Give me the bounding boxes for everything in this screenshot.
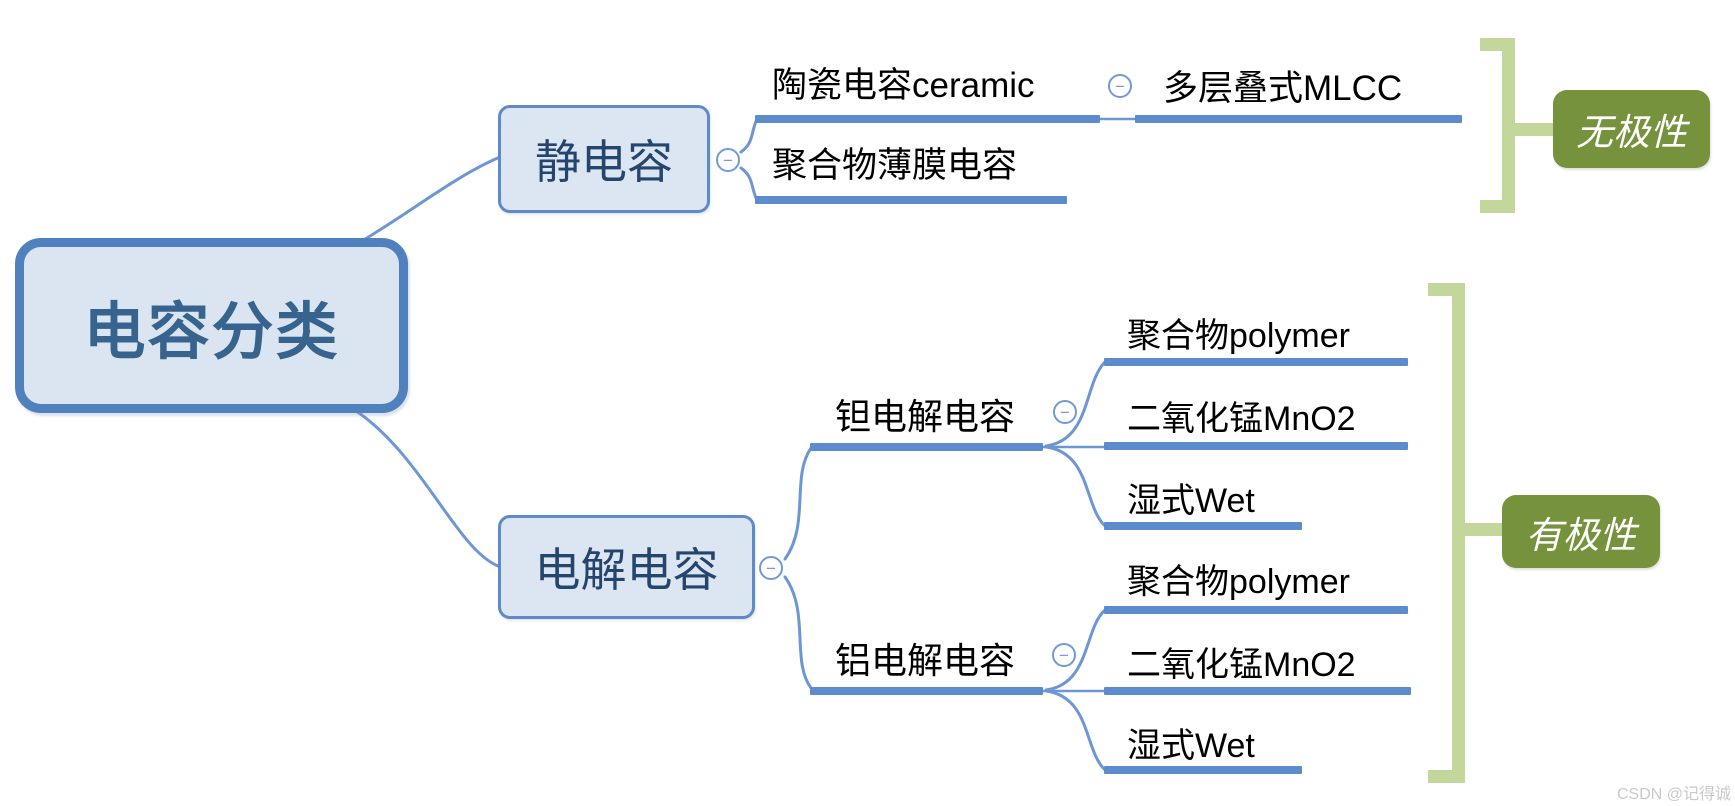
topic-aluminum-mno2[interactable]: 二氧化锰MnO2 <box>1127 646 1356 684</box>
bracket-nonpolar-tick <box>1515 123 1553 136</box>
underline-tantalum-polymer <box>1104 358 1408 366</box>
topic-mlcc[interactable]: 多层叠式MLCC <box>1163 69 1403 108</box>
bracket-polar-top-stub <box>1428 283 1465 296</box>
summary-tag-polar-label: 有极性 <box>1525 514 1637 556</box>
underline-tantalum <box>810 443 1043 451</box>
connector-tantalum-to-wet <box>1044 445 1106 527</box>
bracket-nonpolar-bottom-stub <box>1480 200 1515 213</box>
root-topic-label: 电容分类 <box>83 297 340 367</box>
minus-icon: − <box>1059 645 1069 665</box>
underline-ceramic <box>755 115 1100 123</box>
underline-tantalum-wet <box>1104 522 1302 530</box>
minus-icon: − <box>1060 402 1070 422</box>
bracket-nonpolar-top-stub <box>1480 38 1515 51</box>
topic-aluminum-wet[interactable]: 湿式Wet <box>1127 727 1255 765</box>
topic-tantalum-wet[interactable]: 湿式Wet <box>1127 482 1255 520</box>
connector-electrolytic-to-aluminum <box>783 575 813 690</box>
topic-electrolytic-capacitor-label: 电解电容 <box>534 544 719 596</box>
underline-aluminum-mno2 <box>1104 687 1411 695</box>
watermark: CSDN @记得诚 <box>1616 786 1731 803</box>
collapse-button-aluminum[interactable]: − <box>1052 643 1076 667</box>
connector-root-to-static <box>350 155 502 249</box>
underline-tantalum-mno2 <box>1104 442 1408 450</box>
underline-aluminum-polymer <box>1104 606 1408 614</box>
summary-tag-nonpolar-label: 无极性 <box>1576 112 1687 153</box>
connector-root-to-electrolytic <box>348 405 500 568</box>
bracket-polar-bar <box>1452 283 1465 783</box>
connector-aluminum-to-wet <box>1044 689 1106 771</box>
collapse-button-static[interactable]: − <box>716 148 740 172</box>
topic-aluminum-polymer[interactable]: 聚合物polymer <box>1127 563 1350 601</box>
topic-polymer-film-capacitor[interactable]: 聚合物薄膜电容 <box>772 146 1018 185</box>
bracket-nonpolar-bar <box>1502 38 1515 213</box>
topic-static-capacitor-label: 静电容 <box>535 136 673 188</box>
underline-aluminum-wet <box>1104 766 1302 774</box>
bracket-polar-tick <box>1465 523 1502 536</box>
topic-ceramic-capacitor[interactable]: 陶瓷电容ceramic <box>772 66 1035 105</box>
minus-icon: − <box>723 150 733 170</box>
topic-tantalum-mno2[interactable]: 二氧化锰MnO2 <box>1127 400 1356 438</box>
collapse-button-electrolytic[interactable]: − <box>759 556 783 580</box>
underline-polymer-film <box>755 196 1067 204</box>
topic-electrolytic-capacitor[interactable]: 电解电容 <box>498 515 755 619</box>
topic-static-capacitor[interactable]: 静电容 <box>498 105 710 213</box>
bracket-polar-bottom-stub <box>1428 770 1465 783</box>
minus-icon: − <box>766 558 776 578</box>
connector-static-to-ceramic <box>739 117 759 154</box>
underline-aluminum <box>810 687 1043 695</box>
collapse-button-ceramic[interactable]: − <box>1108 74 1132 98</box>
collapse-button-tantalum[interactable]: − <box>1053 400 1077 424</box>
root-topic[interactable]: 电容分类 <box>15 238 408 413</box>
connector-electrolytic-to-tantalum <box>783 446 813 561</box>
topic-tantalum-polymer[interactable]: 聚合物polymer <box>1127 317 1350 355</box>
minus-icon: − <box>1115 76 1125 96</box>
summary-tag-nonpolar[interactable]: 无极性 <box>1553 90 1710 168</box>
topic-aluminum-electrolytic[interactable]: 铝电解电容 <box>835 640 1016 681</box>
topic-tantalum-electrolytic[interactable]: 钽电解电容 <box>835 396 1016 437</box>
underline-mlcc <box>1135 115 1462 123</box>
summary-tag-polar[interactable]: 有极性 <box>1502 495 1660 568</box>
